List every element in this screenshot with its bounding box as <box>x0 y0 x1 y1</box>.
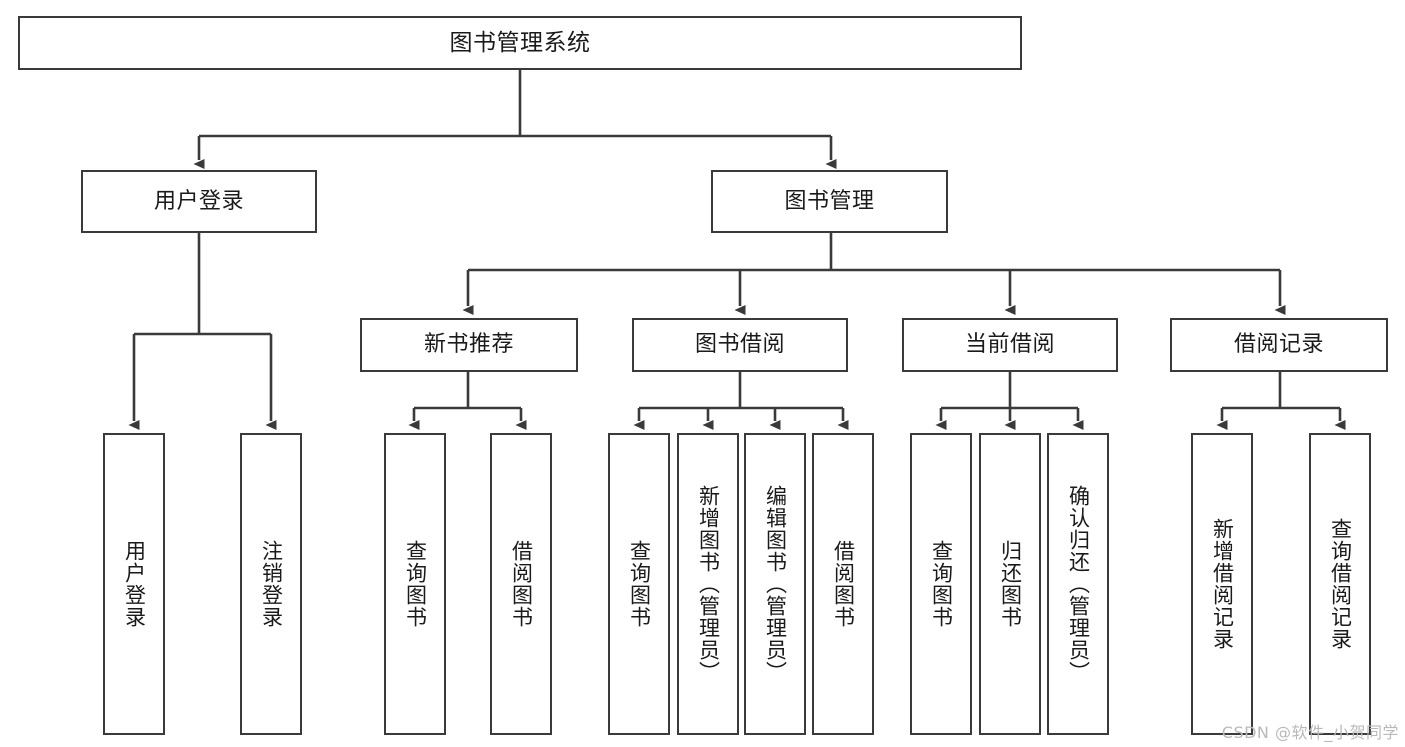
node-leaf-query-book-1[interactable]: 查询图书 <box>384 433 446 735</box>
node-leaf-return-book-label: 归还图书 <box>998 540 1023 628</box>
node-leaf-query-record[interactable]: 查询借阅记录 <box>1309 433 1371 735</box>
node-current-borrow[interactable]: 当前借阅 <box>902 318 1118 372</box>
node-new-book-recommend-label: 新书推荐 <box>423 332 514 358</box>
node-new-book-recommend[interactable]: 新书推荐 <box>360 318 578 372</box>
csdn-watermark: CSDN @软件_小贺同学 <box>1221 723 1399 742</box>
node-leaf-edit-book[interactable]: 编辑图书（管理员） <box>744 433 806 735</box>
node-book-borrow-label: 图书借阅 <box>694 332 785 358</box>
node-leaf-edit-book-label: 编辑图书（管理员） <box>763 485 788 683</box>
node-borrow-record[interactable]: 借阅记录 <box>1170 318 1388 372</box>
node-leaf-add-book-label: 新增图书（管理员） <box>696 485 721 683</box>
node-leaf-user-login[interactable]: 用户登录 <box>103 433 165 735</box>
node-leaf-borrow-book-1-label: 借阅图书 <box>509 540 534 628</box>
node-leaf-query-book-3[interactable]: 查询图书 <box>910 433 972 735</box>
node-borrow-record-label: 借阅记录 <box>1233 332 1324 358</box>
node-leaf-add-record-label: 新增借阅记录 <box>1210 518 1235 650</box>
node-leaf-query-record-label: 查询借阅记录 <box>1328 518 1353 650</box>
node-leaf-borrow-book-1[interactable]: 借阅图书 <box>490 433 552 735</box>
node-leaf-return-book[interactable]: 归还图书 <box>979 433 1041 735</box>
node-leaf-query-book-1-label: 查询图书 <box>403 540 428 628</box>
node-leaf-borrow-book-2-label: 借阅图书 <box>831 540 856 628</box>
node-user-login-label: 用户登录 <box>153 188 244 214</box>
node-leaf-add-record[interactable]: 新增借阅记录 <box>1191 433 1253 735</box>
node-leaf-user-login-label: 用户登录 <box>122 540 147 628</box>
node-leaf-add-book[interactable]: 新增图书（管理员） <box>677 433 739 735</box>
node-leaf-borrow-book-2[interactable]: 借阅图书 <box>812 433 874 735</box>
node-book-management[interactable]: 图书管理 <box>711 170 948 233</box>
node-book-borrow[interactable]: 图书借阅 <box>632 318 848 372</box>
node-book-management-label: 图书管理 <box>784 188 875 214</box>
node-leaf-confirm-return[interactable]: 确认归还（管理员） <box>1047 433 1109 735</box>
node-current-borrow-label: 当前借阅 <box>964 332 1055 358</box>
node-leaf-confirm-return-label: 确认归还（管理员） <box>1066 485 1091 683</box>
node-root-label: 图书管理系统 <box>449 29 591 56</box>
node-leaf-logout-login[interactable]: 注销登录 <box>240 433 302 735</box>
node-leaf-logout-login-label: 注销登录 <box>259 540 284 628</box>
node-leaf-query-book-2[interactable]: 查询图书 <box>608 433 670 735</box>
node-user-login[interactable]: 用户登录 <box>81 170 317 233</box>
node-leaf-query-book-3-label: 查询图书 <box>929 540 954 628</box>
node-leaf-query-book-2-label: 查询图书 <box>627 540 652 628</box>
node-root[interactable]: 图书管理系统 <box>18 16 1022 70</box>
